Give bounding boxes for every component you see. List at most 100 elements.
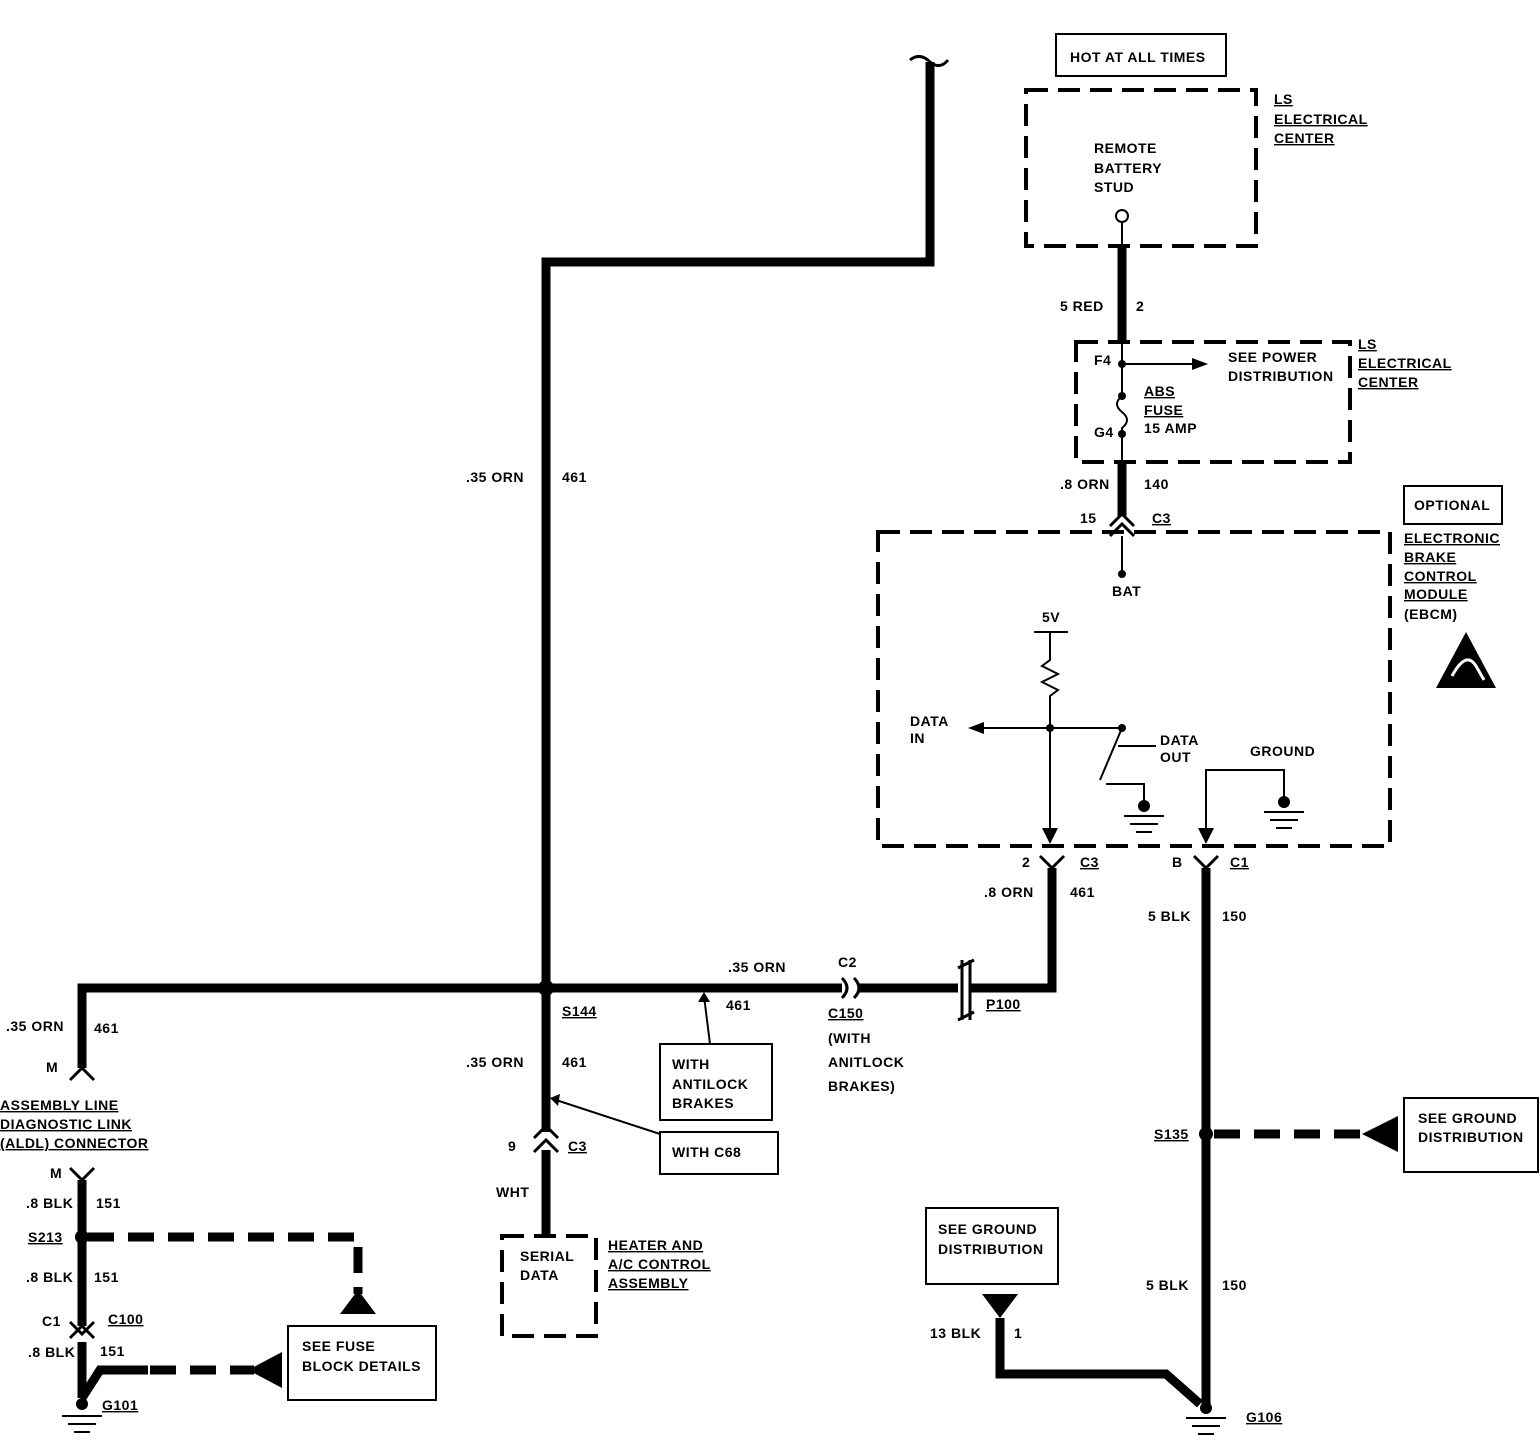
arrow-fuse-block [248,1352,282,1388]
wire-150-top: 150 [1222,908,1247,924]
ebcm-l2: BRAKE [1404,549,1456,565]
connector-c1-ebcm [1192,854,1220,871]
pin-b: B [1172,854,1183,870]
connector-p100 [957,958,975,1022]
5v-rail [1034,631,1068,836]
with-c68-pointer [555,1099,661,1135]
ground-g106 [1186,1402,1226,1435]
conn-c3-top: C3 [1152,510,1171,526]
see-ground-left-l1: SEE GROUND [938,1221,1037,1237]
ls-center-mid-l1: LS [1358,336,1377,352]
wht-label: WHT [496,1184,529,1200]
wire-461-left [77,983,546,1068]
arrow-s213 [340,1290,376,1314]
optional-label: OPTIONAL [1414,497,1490,513]
ls-center-mid-l2: ELECTRICAL [1358,355,1452,371]
fuse-feed [1121,342,1192,396]
ground-label: GROUND [1250,743,1315,759]
wire-5red-label: 5 RED [1060,298,1104,314]
see-ground-left-box [925,1207,1059,1285]
c150-note-l2: ANITLOCK [828,1054,904,1070]
wire-461-left: 461 [94,1020,119,1036]
s135-label: S135 [1154,1126,1189,1142]
fuse-block-box [1074,340,1352,464]
ebcm-l4: MODULE [1404,586,1468,602]
conn-c1: C1 [1230,854,1249,870]
pin-2: 2 [1022,854,1030,870]
splice-s144 [538,980,554,996]
fuse-name-l2: FUSE [1144,402,1183,418]
arrow-s135 [1362,1116,1398,1152]
wire-461-num: 461 [1070,884,1095,900]
wire-35orn-h: .35 ORN [728,959,786,975]
hot-at-all-times-box [1055,33,1227,77]
see-fuse-l1: SEE FUSE [302,1338,375,1354]
wire-461-ebcm [970,868,1057,993]
heater-l1: HEATER AND [608,1237,703,1253]
wire-461-trunk [541,62,935,988]
see-power-arrow [1192,358,1208,370]
fuse-g4: G4 [1094,424,1114,440]
wire-8blk-c: .8 BLK [28,1344,75,1360]
wire-151-bend [78,1365,148,1401]
wire-35orn-left: .35 ORN [6,1018,64,1034]
wire-151-b: 151 [94,1269,119,1285]
battery-stud-terminal [1115,209,1129,223]
5v-label: 5V [1042,609,1060,625]
conn-15: 15 [1080,510,1097,526]
with-antilock-box [659,1043,773,1121]
see-ground-right-l2: DISTRIBUTION [1418,1129,1524,1145]
with-c68-label: WITH C68 [672,1144,741,1160]
see-ground-left-l2: DISTRIBUTION [938,1241,1044,1257]
fuse-f4: F4 [1094,352,1111,368]
remote-stud-l3: STUD [1094,179,1134,195]
wire-13blk [995,1318,1203,1408]
conn-m-top: M [46,1059,58,1075]
wire-151-c: 151 [100,1343,125,1359]
connector-m-bottom [68,1166,96,1183]
wire-8orn-461-label: .8 ORN [984,884,1034,900]
c2-label: C2 [838,954,857,970]
see-power-l1: SEE POWER [1228,349,1317,365]
connector-c3-ebcm [1038,854,1066,871]
wire-1-label: 1 [1014,1325,1022,1341]
connector-m-top [68,1065,96,1082]
serial-data-l2: DATA [520,1267,559,1283]
connector-c3-heater [532,1123,560,1154]
s213-label: S213 [28,1229,63,1245]
heater-l3: ASSEMBLY [608,1275,689,1291]
wire-150-bottom: 150 [1222,1277,1247,1293]
wire-5blk-top: 5 BLK [1148,908,1191,924]
with-antilock-l3: BRAKES [672,1095,734,1111]
data-in-l1: DATA [910,713,949,729]
fuse-rating: 15 AMP [1144,420,1197,436]
wire-8blk-a: .8 BLK [26,1195,73,1211]
ebcm-l5: (EBCM) [1404,606,1458,622]
c100-label: C100 [108,1311,143,1327]
conn-m-bottom: M [50,1165,62,1181]
see-ground-right-box [1403,1097,1539,1173]
wire-5red-num: 2 [1136,298,1144,314]
wire-461-top: 461 [562,469,587,485]
hot-at-all-times-label: HOT AT ALL TIMES [1070,49,1206,65]
optional-box [1403,485,1503,525]
ebcm-ground [1205,769,1285,836]
see-fuse-block-box [287,1325,437,1401]
with-antilock-l1: WITH [672,1056,710,1072]
conn-c1-left: C1 [42,1313,61,1329]
ebcm-l1: ELECTRONIC [1404,530,1500,546]
c150-note-l1: (WITH [828,1030,871,1046]
bat-label: BAT [1112,583,1141,599]
see-fuse-l2: BLOCK DETAILS [302,1358,421,1374]
arrow-ground-left [982,1294,1018,1318]
conn-c3-bottom: C3 [1080,854,1099,870]
conn-c3-left: C3 [568,1138,587,1154]
wire-35orn-top: .35 ORN [466,469,524,485]
wire-140-num: 140 [1144,476,1169,492]
remote-stud-l1: REMOTE [1094,140,1157,156]
with-c68-box [659,1131,779,1175]
with-antilock-l2: ANTILOCK [672,1076,748,1092]
c150-note-l3: BRAKES) [828,1078,895,1094]
ls-center-top-l2: ELECTRICAL [1274,111,1368,127]
